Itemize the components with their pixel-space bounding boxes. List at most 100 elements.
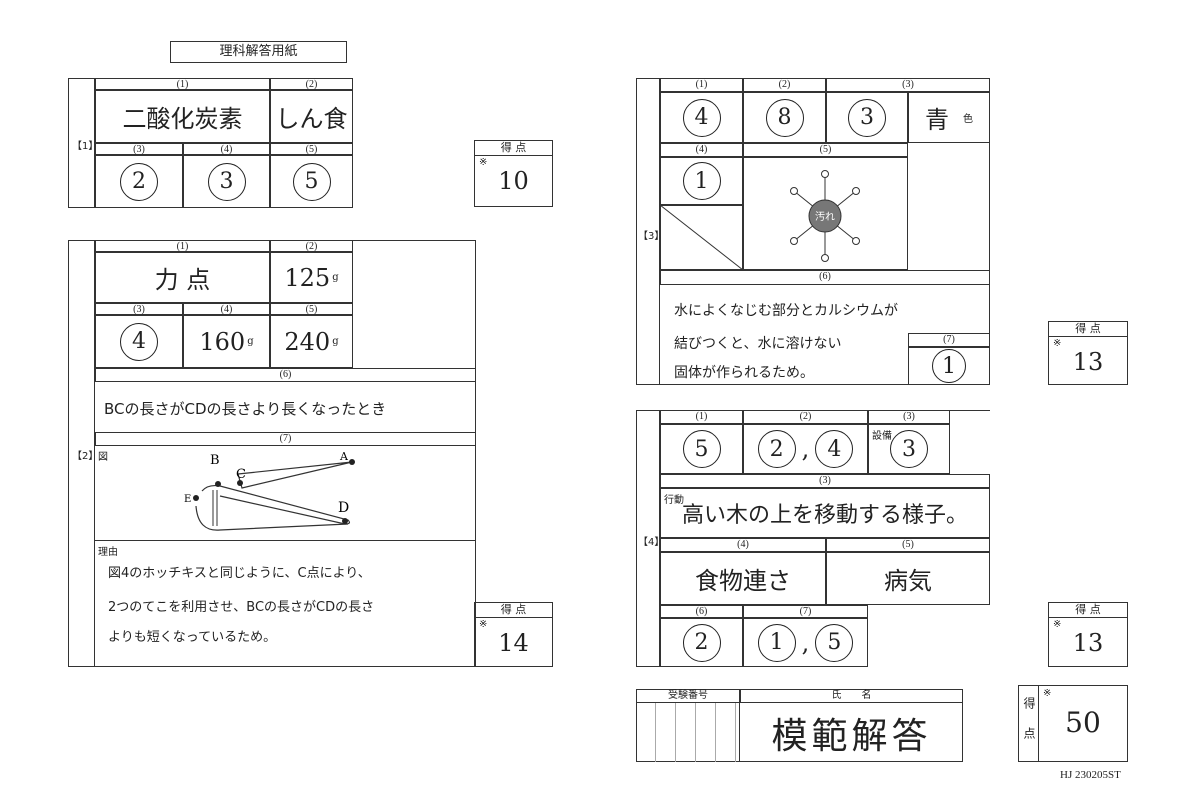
name-label: 氏 名 (740, 689, 963, 703)
section-2-label-col (68, 240, 95, 667)
score-mark: ※ (479, 157, 488, 168)
divider (95, 540, 476, 541)
s3-score-box: 得 点※13 (1048, 321, 1128, 385)
answer-text: 125 (284, 263, 331, 292)
s4-header-5: (5) (826, 538, 990, 552)
score-header: 得 点 (1049, 603, 1127, 618)
section-3-label: 【3】 (638, 231, 665, 242)
circled-answer: 2 (120, 162, 158, 201)
circled-answer: 4 (815, 430, 854, 468)
circled-answer: 4 (682, 98, 721, 137)
name-field: 模範解答 (771, 715, 932, 757)
s2-header-1: (1) (95, 240, 270, 252)
circled-answer: 2 (757, 430, 796, 468)
section-1-label: 【1】 (72, 141, 99, 152)
s3-header-5: (5) (743, 143, 908, 157)
unit: g (332, 336, 339, 347)
s1-score-box: 得 点※ 10 (474, 140, 553, 207)
sheet-title: 理科解答用紙 (170, 41, 347, 63)
circled-answer: 8 (765, 98, 804, 137)
point-d: D (338, 500, 349, 516)
answer-text: 青 (925, 106, 949, 134)
answer-text: 160 (199, 327, 246, 356)
s3-answer-6-line-2: 結びつくと、水に溶けない (674, 336, 842, 352)
circled-answer: 1 (682, 162, 721, 200)
exam-number-label: 受験番号 (636, 689, 740, 703)
circled-answer: 3 (890, 430, 928, 468)
s3-answer-4: 1 (660, 157, 743, 205)
s1-answer-5: 5 (270, 155, 353, 208)
s4-header-7: (7) (743, 605, 868, 618)
circled-answer: 2 (682, 623, 721, 662)
circled-answer: 5 (292, 162, 331, 201)
sheet-code: HJ 230205ST (1060, 769, 1121, 781)
dirt-label: 汚れ (815, 210, 835, 223)
s4-answer-3b: 行動高い木の上を移動する様子。 (660, 488, 990, 538)
s4-header-4: (4) (660, 538, 826, 552)
s4-answer-4: 食物連さ (660, 552, 826, 605)
s2-header-5: (5) (270, 303, 353, 315)
blank-cell-diagonal (660, 205, 743, 270)
s4-answer-6: 2 (660, 618, 743, 667)
s4-header-1: (1) (660, 410, 743, 424)
s1-answer-3: 2 (95, 155, 183, 208)
circled-answer: 1 (932, 349, 966, 383)
s1-header-5: (5) (270, 143, 353, 155)
s1-header-2: (2) (270, 78, 353, 90)
section-4-label-col (636, 410, 660, 667)
total-score-label: 得点 (1019, 686, 1039, 761)
s3-header-4: (4) (660, 143, 743, 157)
s3-header-1: (1) (660, 78, 743, 92)
circled-answer: 5 (815, 623, 854, 662)
s4-header-2: (2) (743, 410, 868, 424)
s2-header-2: (2) (270, 240, 353, 252)
s4-answer-2: 2,4 (743, 424, 868, 474)
answer-text: 病気 (884, 567, 932, 595)
total-score-box: 得点 ※ 50 (1018, 685, 1128, 762)
score-header: 得 点 (475, 603, 552, 618)
figure-label: 図 (98, 452, 108, 463)
s3-header-2: (2) (743, 78, 826, 92)
section-2-label: 【2】 (72, 451, 99, 462)
s3-answer-6-line-3: 固体が作られるため。 (674, 365, 814, 381)
s3-answer-2: 8 (743, 92, 826, 143)
score-mark: ※ (1053, 619, 1062, 630)
circled-answer: 5 (682, 430, 721, 468)
section-4-label: 【4】 (638, 537, 665, 548)
reason-line-2: 2つのてこを利用させ、BCの長さがCDの長さ (108, 600, 375, 615)
s1-answer-2: しん食 (270, 90, 353, 143)
score-header: 得 点 (475, 141, 552, 156)
point-a: A (339, 450, 349, 463)
unit: 色 (963, 114, 973, 125)
exam-number-field[interactable] (636, 703, 740, 762)
circled-answer: 4 (120, 322, 158, 361)
s4-answer-5: 病気 (826, 552, 990, 605)
s4-header-3b: (3) (660, 474, 990, 488)
answer-text: 食物連さ (695, 567, 791, 595)
s2-answer-6: BCの長さがCDの長さより長くなったとき (104, 400, 387, 418)
s4-answer-1: 5 (660, 424, 743, 474)
score-value: 10 (498, 167, 529, 195)
score-header: 得 点 (1049, 322, 1127, 337)
s1-header-4: (4) (183, 143, 270, 155)
unit: g (247, 336, 254, 347)
action-label: 行動 (664, 495, 684, 506)
s1-answer-1: 二酸化炭素 (95, 90, 270, 143)
reason-line-1: 図4のホッチキスと同じように、C点により、 (108, 566, 371, 581)
s1-header-1: (1) (95, 78, 270, 90)
score-mark: ※ (479, 619, 488, 630)
s3-header-3: (3) (826, 78, 990, 92)
s3-answer-6-line-1: 水によくなじむ部分とカルシウムが (674, 303, 898, 319)
circled-answer: 3 (207, 162, 246, 201)
s3-answer-3a: 3 (826, 92, 908, 143)
s3-header-6: (6) (660, 270, 990, 285)
s3-header-7: (7) (908, 333, 990, 347)
circled-answer: 1 (757, 623, 796, 662)
score-mark: ※ (1043, 688, 1052, 699)
s2-answer-3: 4 (95, 315, 183, 368)
stapler-lever-diagram: A B C D E (184, 450, 355, 531)
s2-header-4: (4) (183, 303, 270, 315)
s2-score-box: 得 点※14 (474, 602, 553, 667)
